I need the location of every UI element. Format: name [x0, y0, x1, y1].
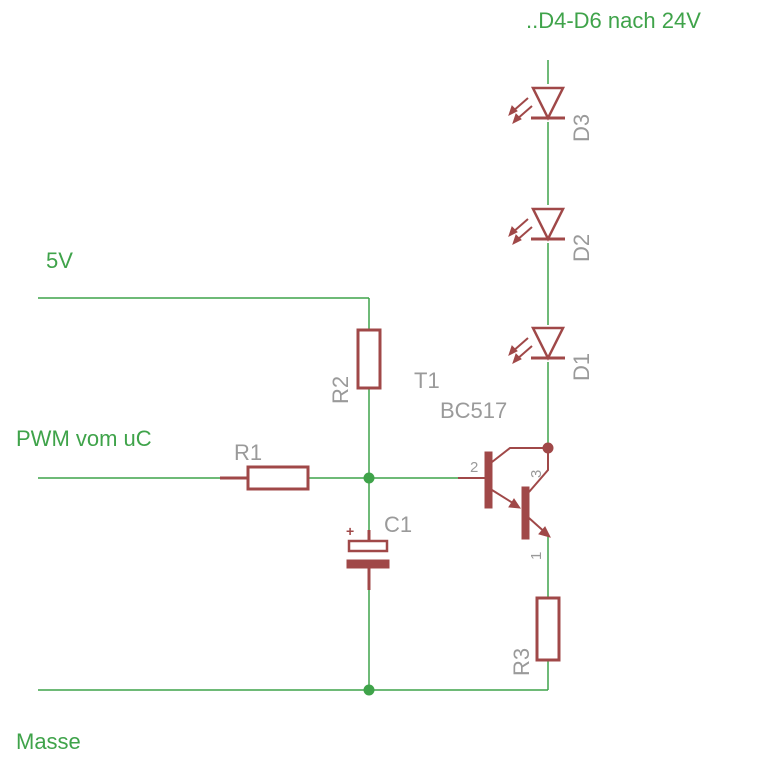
t1-pin-collector: 3	[528, 470, 545, 478]
c1-label: C1	[384, 512, 412, 537]
pwm-net-label: PWM vom uC	[16, 426, 152, 451]
r2-label: R2	[328, 376, 353, 404]
junction-base-node	[363, 472, 375, 484]
led-d2: D2	[508, 207, 594, 262]
supply-net-label: 5V	[46, 248, 73, 273]
top-supply-note: ..D4-D6 nach 24V	[526, 8, 701, 33]
capacitor-c1: + C1	[346, 512, 412, 590]
resistor-r3: R3	[509, 596, 561, 676]
r1-label: R1	[234, 440, 262, 465]
led-d3: D3	[508, 86, 594, 142]
d1-label: D1	[569, 353, 594, 381]
resistor-r2: R2	[328, 328, 382, 404]
t1-type-label: BC517	[440, 398, 507, 423]
d3-label: D3	[569, 114, 594, 142]
wires	[38, 60, 549, 691]
resistor-r1: R1	[220, 440, 310, 491]
led-d1: D1	[508, 326, 594, 381]
t1-pin-emitter: 1	[528, 552, 545, 560]
junction-ground-node	[363, 684, 375, 696]
t1-label: T1	[414, 368, 440, 393]
transistor-t1: 2 3 1 T1 BC517	[414, 368, 554, 560]
ground-net-label: Masse	[16, 729, 81, 754]
d2-label: D2	[569, 234, 594, 262]
t1-pin-base: 2	[470, 459, 478, 476]
t1-collector-junction	[542, 442, 554, 454]
c1-polarity-mark: +	[346, 523, 354, 539]
r3-label: R3	[509, 648, 534, 676]
